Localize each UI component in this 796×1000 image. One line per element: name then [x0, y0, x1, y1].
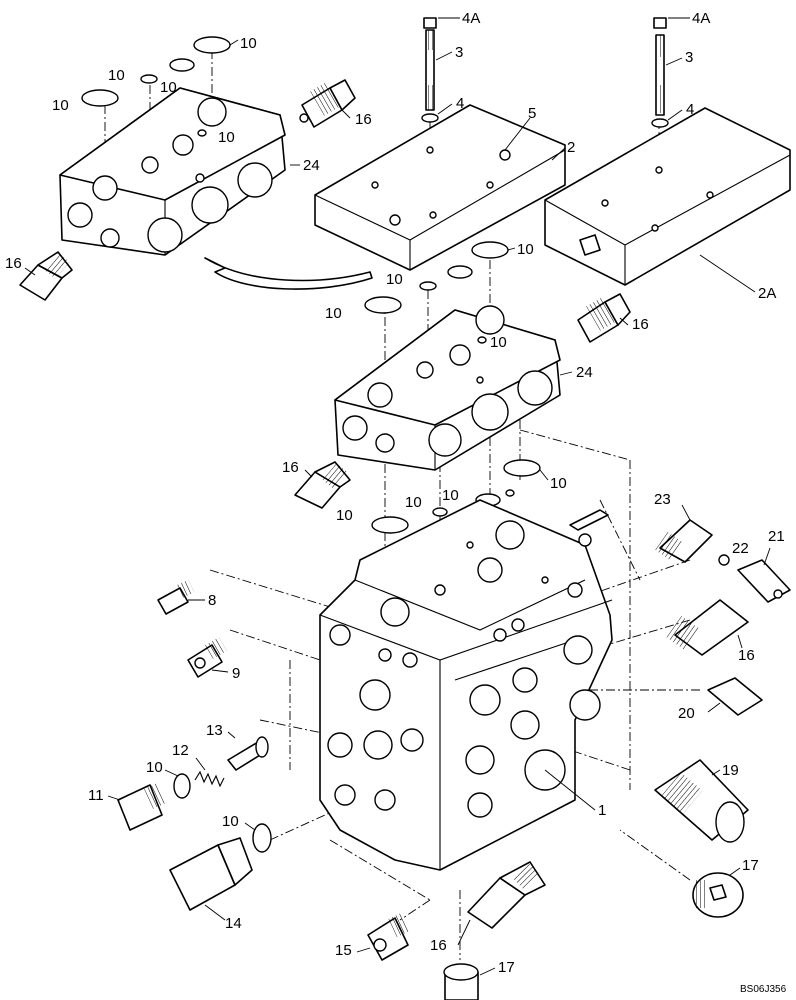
- callout-10: 10: [490, 334, 507, 351]
- plate-2A: [544, 107, 791, 286]
- callout-2: 2: [567, 139, 575, 156]
- spring-12: [194, 770, 225, 788]
- cartridge-16-e: [467, 861, 546, 929]
- cartridge-16-b: [19, 251, 73, 301]
- callout-10: 10: [160, 79, 177, 96]
- callout-3: 3: [685, 49, 693, 66]
- callout-4A: 4A: [692, 10, 710, 27]
- callout-16: 16: [430, 937, 447, 954]
- plug-20: [707, 677, 763, 716]
- callout-8: 8: [208, 592, 216, 609]
- callout-4: 4: [456, 95, 464, 112]
- callout-10: 10: [240, 35, 257, 52]
- callout-10: 10: [218, 129, 235, 146]
- callout-16: 16: [738, 647, 755, 664]
- callout-24: 24: [303, 157, 320, 174]
- callout-9: 9: [232, 665, 240, 682]
- leader-lines: [24, 17, 771, 976]
- plug-17-b: [692, 872, 744, 918]
- plate-2: [314, 104, 566, 271]
- callout-10: 10: [325, 305, 342, 322]
- callout-19: 19: [722, 762, 739, 779]
- stud-3-b: [651, 17, 669, 128]
- callout-16: 16: [632, 316, 649, 333]
- plug-17-a: [443, 963, 479, 1000]
- callout-4: 4: [686, 101, 694, 118]
- seal-group-middle: [364, 241, 509, 344]
- plug-8: [157, 579, 195, 615]
- callout-5: 5: [528, 105, 536, 122]
- callout-10: 10: [386, 271, 403, 288]
- cartridge-16-c: [577, 293, 631, 343]
- drawing-code: BS06J356: [740, 984, 787, 995]
- stud-3-a: [421, 17, 439, 123]
- callout-20: 20: [678, 705, 695, 722]
- seal-10-a: [173, 773, 191, 799]
- callout-23: 23: [654, 491, 671, 508]
- callout-17: 17: [498, 959, 515, 976]
- gasket-plate: [569, 509, 609, 531]
- plug-15: [367, 912, 410, 961]
- main-body-1: [319, 499, 613, 871]
- cartridge-16-f: [666, 599, 749, 656]
- callout-24: 24: [576, 364, 593, 381]
- direction-arrow: [204, 257, 373, 290]
- callout-2A: 2A: [758, 285, 776, 302]
- cartridge-23: [655, 519, 713, 563]
- callout-16: 16: [5, 255, 22, 272]
- seal-group-upper: [81, 36, 231, 137]
- callout-13: 13: [206, 722, 223, 739]
- callout-10: 10: [222, 813, 239, 830]
- callout-16: 16: [282, 459, 299, 476]
- seal-22: [718, 554, 730, 566]
- callout-17: 17: [742, 857, 759, 874]
- callout-10: 10: [146, 759, 163, 776]
- callout-10: 10: [336, 507, 353, 524]
- cartridge-16-a: [299, 79, 356, 128]
- cartridge-16-d: [294, 461, 351, 509]
- callout-16: 16: [355, 111, 372, 128]
- cartridge-19: [654, 759, 749, 843]
- callout-10: 10: [108, 67, 125, 84]
- callout-3: 3: [455, 44, 463, 61]
- plug-9: [187, 637, 227, 678]
- callout-21: 21: [768, 528, 785, 545]
- callout-10: 10: [52, 97, 69, 114]
- callout-10: 10: [405, 494, 422, 511]
- seal-10-b: [252, 823, 272, 853]
- callout-10: 10: [550, 475, 567, 492]
- callout-11: 11: [88, 787, 104, 804]
- connector-21: [737, 559, 791, 603]
- callout-12: 12: [172, 742, 189, 759]
- callout-10: 10: [442, 487, 459, 504]
- piston-13: [227, 736, 269, 771]
- plug-11: [117, 783, 166, 831]
- seal-group-lower: [371, 459, 541, 534]
- callout-1: 1: [598, 802, 606, 819]
- callout-15: 15: [335, 942, 352, 959]
- callout-22: 22: [732, 540, 749, 557]
- section-24-upper: [59, 87, 286, 256]
- callout-14: 14: [225, 915, 242, 932]
- section-24-lower: [334, 305, 561, 471]
- callout-4A: 4A: [462, 10, 480, 27]
- callout-labels: 10 10 10 10 10 16 24 16 4A 3 4 5 2 4A 3 …: [5, 10, 787, 995]
- cartridge-14: [169, 837, 253, 911]
- callout-10: 10: [517, 241, 534, 258]
